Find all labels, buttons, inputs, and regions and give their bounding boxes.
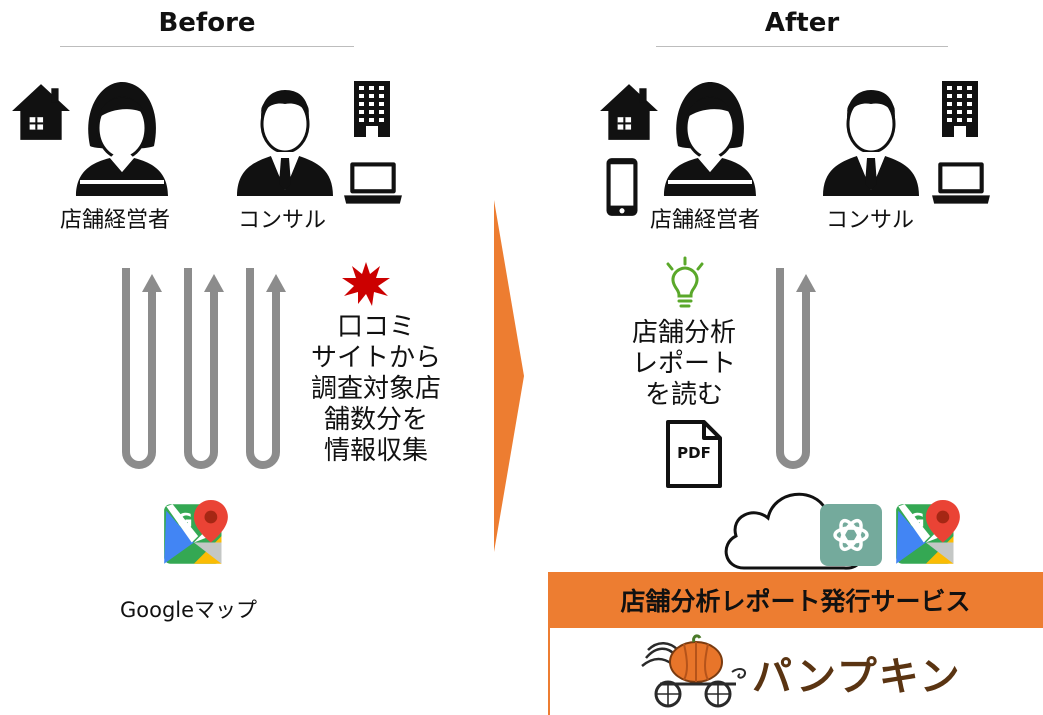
uturn-arrow-2 xyxy=(184,268,218,469)
woman-icon xyxy=(660,78,760,198)
laptop-icon xyxy=(342,160,404,206)
pumpkin-carriage-logo xyxy=(641,634,746,708)
before-owner-label: 店舗経営者 xyxy=(60,208,171,233)
before-heading: Before xyxy=(158,8,256,38)
before-note: 口コミ サイトから 調査対象店 舗数分を 情報収集 xyxy=(310,312,441,466)
service-logo-panel xyxy=(548,628,1043,715)
building-icon xyxy=(352,78,392,140)
uturn-arrow-3 xyxy=(246,268,280,469)
brand-name: パンプキン xyxy=(752,653,962,700)
pdf-label: PDF xyxy=(677,444,711,462)
after-heading: After xyxy=(764,8,840,38)
house-icon xyxy=(598,80,660,142)
google-maps-label: Googleマップ xyxy=(120,598,258,622)
after-consultant-label: コンサル xyxy=(826,208,915,233)
service-title-bar: 店舗分析レポート発行サービス xyxy=(548,572,1043,628)
lightbulb-icon xyxy=(666,256,704,308)
explosion-icon xyxy=(342,262,390,306)
service-title: 店舗分析レポート発行サービス xyxy=(620,587,971,616)
google-maps-icon xyxy=(894,500,962,568)
before-divider xyxy=(60,46,354,47)
before-consultant-label: コンサル xyxy=(238,208,327,233)
woman-icon xyxy=(72,78,172,198)
after-owner-label: 店舗経営者 xyxy=(650,208,761,233)
after-note: 店舗分析 レポート を読む xyxy=(631,318,736,410)
building-icon xyxy=(940,78,980,140)
businessman-icon xyxy=(816,78,926,198)
chatgpt-icon xyxy=(820,504,882,566)
laptop-icon xyxy=(930,160,992,206)
after-uturn-arrow xyxy=(776,268,816,469)
uturn-arrow-1 xyxy=(122,268,156,469)
businessman-icon xyxy=(230,78,340,198)
google-maps-icon xyxy=(162,500,230,568)
smartphone-icon xyxy=(604,156,640,218)
after-divider xyxy=(656,46,948,47)
transition-arrow xyxy=(494,200,524,552)
before-uturn-arrows xyxy=(122,268,286,469)
pdf-file-icon: PDF xyxy=(664,420,724,488)
house-icon xyxy=(10,80,72,142)
